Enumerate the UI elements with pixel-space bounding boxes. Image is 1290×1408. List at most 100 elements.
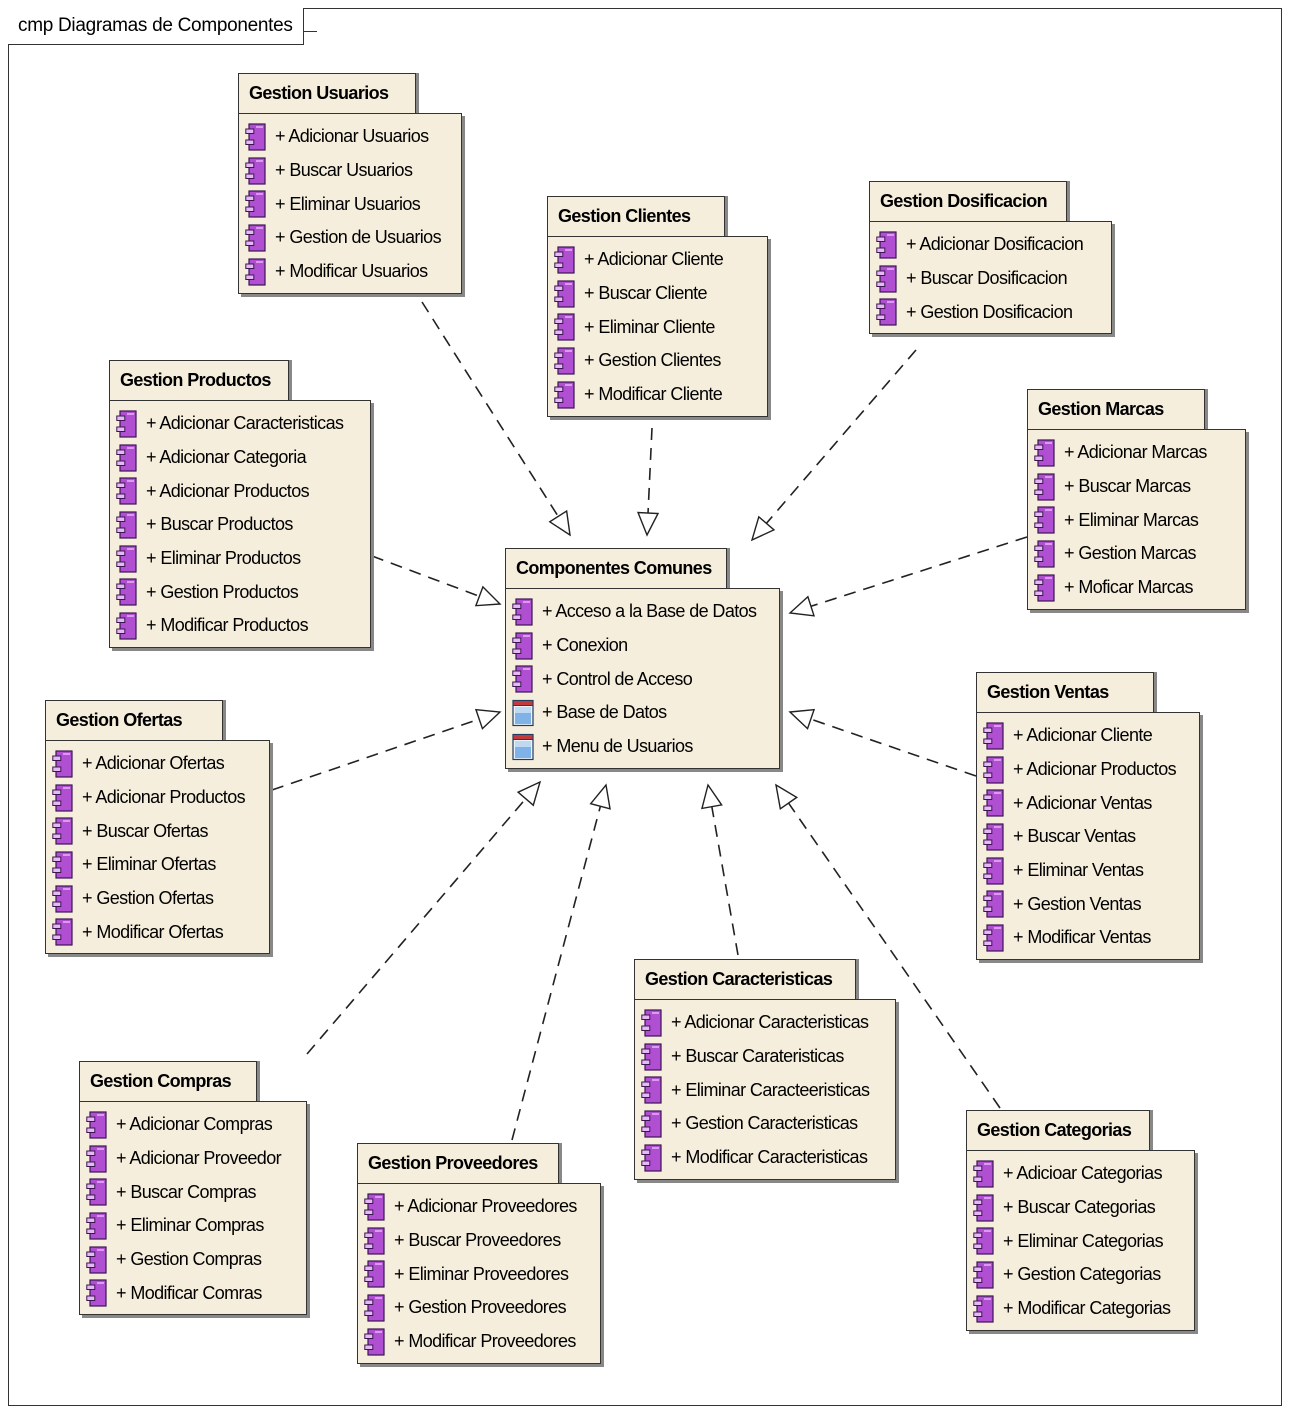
- package-body: + Adicionar Cliente + Adicionar Producto…: [976, 712, 1200, 960]
- component-item[interactable]: + Adicionar Ofertas: [52, 747, 263, 781]
- component-label: + Adicionar Usuarios: [275, 126, 429, 147]
- component-icon: [641, 1042, 662, 1071]
- package-title: Componentes Comunes: [505, 548, 727, 588]
- component-item[interactable]: + Base de Datos: [512, 696, 773, 730]
- component-label: + Eliminar Proveedores: [394, 1263, 569, 1284]
- component-item[interactable]: + Adicionar Caracteristicas: [116, 407, 364, 441]
- component-item[interactable]: + Eliminar Ventas: [983, 854, 1193, 888]
- component-item[interactable]: + Adicionar Cliente: [983, 719, 1193, 753]
- package-marcas[interactable]: Gestion Marcas + Adicionar Marcas + Busc…: [1027, 389, 1246, 610]
- component-item[interactable]: + Adicionar Productos: [983, 753, 1193, 787]
- component-icon: [641, 1110, 662, 1138]
- dependency-line-dosificacion: [765, 349, 917, 524]
- component-label: + Eliminar Cliente: [584, 316, 715, 337]
- package-usuarios[interactable]: Gestion Usuarios + Adicionar Usuarios + …: [238, 73, 462, 294]
- package-productos[interactable]: Gestion Productos + Adicionar Caracteris…: [109, 360, 371, 648]
- component-item[interactable]: + Acceso a la Base de Datos: [512, 595, 773, 629]
- component-item[interactable]: + Gestion Categorias: [973, 1258, 1188, 1292]
- component-item[interactable]: + Modificar Proveedores: [364, 1325, 594, 1359]
- component-item[interactable]: + Adicionar Proveedor: [86, 1142, 300, 1176]
- package-ventas[interactable]: Gestion Ventas + Adicionar Cliente + Adi…: [976, 672, 1200, 960]
- package-compras[interactable]: Gestion Compras + Adicionar Compras + Ad…: [79, 1061, 307, 1316]
- component-item[interactable]: + Eliminar Categorias: [973, 1224, 1188, 1258]
- component-icon: [116, 612, 137, 640]
- component-item[interactable]: + Buscar Categorias: [973, 1191, 1188, 1225]
- component-item[interactable]: + Buscar Ofertas: [52, 814, 263, 848]
- component-label: + Gestion Ofertas: [82, 888, 214, 909]
- component-item[interactable]: + Adicioar Categorias: [973, 1157, 1188, 1191]
- component-item[interactable]: + Gestion Compras: [86, 1243, 300, 1277]
- component-item[interactable]: + Gestion Marcas: [1034, 537, 1239, 571]
- component-item[interactable]: + Gestion Ventas: [983, 887, 1193, 921]
- component-item[interactable]: + Modificar Productos: [116, 609, 364, 643]
- component-item[interactable]: + Modificar Ofertas: [52, 915, 263, 949]
- package-body: + Adicionar Caracteristicas + Adicionar …: [109, 400, 371, 648]
- component-icon: [983, 856, 1004, 885]
- component-icon: [86, 1279, 107, 1307]
- component-item[interactable]: + Adicionar Proveedores: [364, 1190, 594, 1224]
- component-item[interactable]: + Buscar Ventas: [983, 820, 1193, 854]
- component-item[interactable]: + Buscar Carateristicas: [641, 1040, 889, 1074]
- component-item[interactable]: + Adicionar Usuarios: [245, 120, 455, 154]
- package-caracteristicas[interactable]: Gestion Caracteristicas + Adicionar Cara…: [634, 959, 896, 1180]
- component-item[interactable]: + Eliminar Cliente: [554, 310, 761, 344]
- dependency-arrowhead-productos: [474, 585, 502, 607]
- component-item[interactable]: + Modificar Cliente: [554, 378, 761, 412]
- component-item[interactable]: + Gestion Caracteristicas: [641, 1107, 889, 1141]
- component-item[interactable]: + Adicionar Productos: [116, 474, 364, 508]
- component-item[interactable]: + Buscar Compras: [86, 1175, 300, 1209]
- component-item[interactable]: + Modificar Comras: [86, 1276, 300, 1310]
- component-item[interactable]: + Gestion Dosificacion: [876, 295, 1105, 329]
- package-clientes[interactable]: Gestion Clientes + Adicionar Cliente + B…: [547, 196, 768, 417]
- component-icon: [245, 190, 266, 218]
- component-item[interactable]: + Adicionar Ventas: [983, 786, 1193, 820]
- component-item[interactable]: + Gestion Productos: [116, 575, 364, 609]
- component-label: + Adicionar Compras: [116, 1114, 273, 1135]
- component-item[interactable]: + Adicionar Cliente: [554, 243, 761, 277]
- component-item[interactable]: + Buscar Usuarios: [245, 154, 455, 188]
- component-item[interactable]: + Eliminar Proveedores: [364, 1257, 594, 1291]
- component-item[interactable]: + Adicionar Categoria: [116, 441, 364, 475]
- package-comunes[interactable]: Componentes Comunes + Acceso a la Base d…: [505, 548, 780, 769]
- component-item[interactable]: + Buscar Dosificacion: [876, 262, 1105, 296]
- component-item[interactable]: + Modificar Ventas: [983, 921, 1193, 955]
- package-dosificacion[interactable]: Gestion Dosificacion + Adicionar Dosific…: [869, 181, 1112, 335]
- component-item[interactable]: + Adicionar Compras: [86, 1108, 300, 1142]
- component-item[interactable]: + Gestion Proveedores: [364, 1291, 594, 1325]
- component-item[interactable]: + Conexion: [512, 629, 773, 663]
- component-icon: [116, 477, 137, 505]
- package-ofertas[interactable]: Gestion Ofertas + Adicionar Ofertas + Ad…: [45, 700, 270, 955]
- component-item[interactable]: + Adicionar Productos: [52, 781, 263, 815]
- component-item[interactable]: + Modificar Caracteristicas: [641, 1141, 889, 1175]
- component-item[interactable]: + Gestion de Usuarios: [245, 221, 455, 255]
- component-item[interactable]: + Menu de Usuarios: [512, 730, 773, 764]
- dependency-line-marcas: [810, 536, 1028, 608]
- package-proveedores[interactable]: Gestion Proveedores + Adicionar Proveedo…: [357, 1143, 601, 1364]
- component-icon: [1034, 506, 1055, 534]
- component-item[interactable]: + Eliminar Caracteeristicas: [641, 1073, 889, 1107]
- component-item[interactable]: + Adicionar Marcas: [1034, 436, 1239, 470]
- package-categorias[interactable]: Gestion Categorias + Adicioar Categorias…: [966, 1110, 1195, 1331]
- component-item[interactable]: + Gestion Clientes: [554, 344, 761, 378]
- component-item[interactable]: + Adicionar Caracteristicas: [641, 1006, 889, 1040]
- component-icon: [86, 1178, 107, 1206]
- component-icon: [641, 1009, 662, 1037]
- component-item[interactable]: + Buscar Marcas: [1034, 470, 1239, 504]
- component-item[interactable]: + Adicionar Dosificacion: [876, 228, 1105, 262]
- component-item[interactable]: + Modificar Categorias: [973, 1292, 1188, 1326]
- component-item[interactable]: + Buscar Productos: [116, 508, 364, 542]
- component-item[interactable]: + Eliminar Marcas: [1034, 503, 1239, 537]
- component-item[interactable]: + Gestion Ofertas: [52, 882, 263, 916]
- component-item[interactable]: + Moficar Marcas: [1034, 571, 1239, 605]
- component-icon: [52, 817, 73, 845]
- component-item[interactable]: + Eliminar Compras: [86, 1209, 300, 1243]
- component-item[interactable]: + Eliminar Ofertas: [52, 848, 263, 882]
- component-item[interactable]: + Buscar Cliente: [554, 277, 761, 311]
- component-item[interactable]: + Eliminar Productos: [116, 542, 364, 576]
- component-icon: [641, 1076, 662, 1104]
- component-item[interactable]: + Buscar Proveedores: [364, 1224, 594, 1258]
- component-label: + Adicionar Caracteristicas: [146, 413, 344, 434]
- component-item[interactable]: + Control de Acceso: [512, 662, 773, 696]
- component-item[interactable]: + Modificar Usuarios: [245, 255, 455, 289]
- component-item[interactable]: + Eliminar Usuarios: [245, 187, 455, 221]
